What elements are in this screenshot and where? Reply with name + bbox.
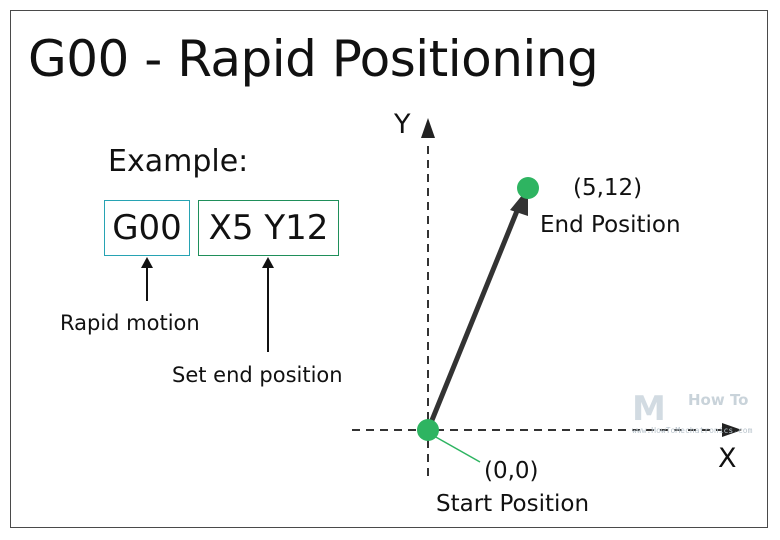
end-position-point [517,177,539,199]
start-position-coordinate: (0,0) [484,458,539,484]
start-position-point [417,419,439,441]
start-position-caption: Start Position [436,491,590,517]
x-axis-arrowhead-icon [722,423,742,437]
command-args-box: X5 Y12 [198,200,339,256]
diagram-frame [10,10,768,528]
end-position-coordinate: (5,12) [573,175,643,201]
watermark-site: www.HowToMechatronics.com [632,426,753,435]
end-position-caption: End Position [540,212,681,238]
watermark-line1: How To [688,391,749,409]
example-label: Example: [108,144,249,179]
y-axis-label: Y [394,109,411,140]
command-code-box: G00 [104,200,190,256]
start-position-leader [433,435,481,463]
rapid-motion-pointer-head-icon [141,257,153,268]
page-title: G00 - Rapid Positioning [28,30,599,88]
set-end-position-note: Set end position [172,363,343,387]
watermark-logo-letter: M [632,389,666,429]
y-axis-arrowhead-icon [421,118,435,138]
set-end-position-pointer-head-icon [262,257,274,268]
watermark-logo: M How To www.HowToMechatronics.com [632,389,764,441]
rapid-motion-path [425,205,522,431]
x-axis-label: X [718,443,737,474]
rapid-motion-note: Rapid motion [60,311,200,335]
